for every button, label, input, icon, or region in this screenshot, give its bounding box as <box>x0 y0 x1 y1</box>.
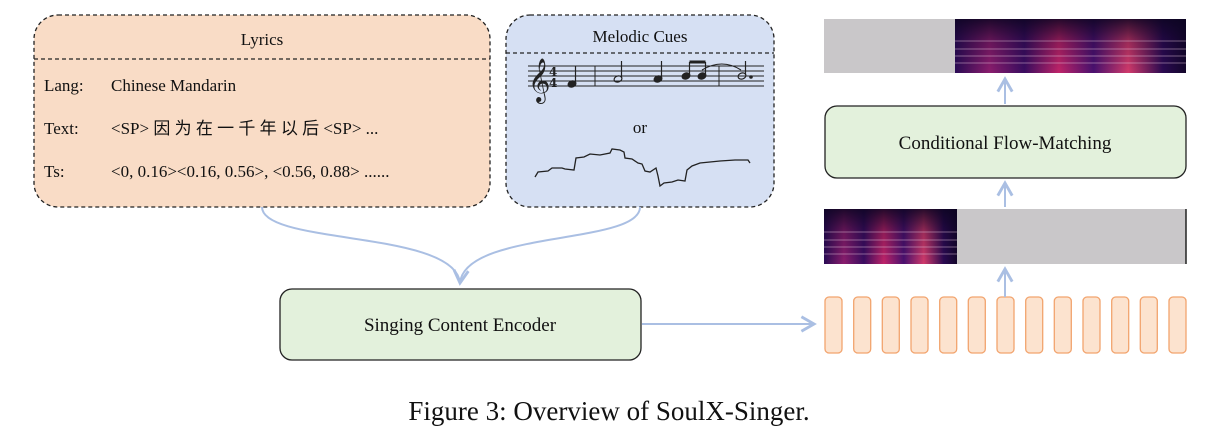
melodic-title: Melodic Cues <box>593 27 688 46</box>
flow-matching-label: Conditional Flow-Matching <box>899 133 1112 154</box>
lyrics-title: Lyrics <box>241 30 284 49</box>
text-value: <SP> 因 为 在 一 千 年 以 后 <SP> ... <box>111 119 378 138</box>
content-token <box>881 296 900 354</box>
content-token <box>1053 296 1072 354</box>
singing-content-encoder: Singing Content Encoder <box>279 288 642 361</box>
lyrics-connector <box>261 206 461 284</box>
text-label: Text: <box>44 119 79 138</box>
lyrics-panel: Lyrics Lang: Chinese Mandarin Text: <SP>… <box>33 14 491 208</box>
melodic-connector <box>452 206 641 286</box>
conditional-flow-matching: Conditional Flow-Matching <box>824 105 1187 179</box>
lang-label: Lang: <box>44 76 84 95</box>
content-token <box>1025 296 1044 354</box>
pitch-contour-icon <box>534 148 751 188</box>
content-token <box>910 296 929 354</box>
content-token <box>853 296 872 354</box>
ts-value: <0, 0.16><0.16, 0.56>, <0.56, 0.88> ....… <box>111 162 390 181</box>
lyrics-panel-box <box>33 14 491 208</box>
content-token <box>1168 296 1187 354</box>
content-token <box>939 296 958 354</box>
content-token <box>996 296 1015 354</box>
prompt-gray-segment <box>824 19 955 73</box>
content-token <box>1082 296 1101 354</box>
treble-clef-icon: 𝄞 <box>528 58 550 104</box>
melodic-cues-panel: Melodic Cues 𝄞 4 4 <box>505 14 775 208</box>
output-spectrogram <box>824 19 1186 73</box>
masked-segment <box>957 209 1186 264</box>
svg-text:4: 4 <box>549 76 557 90</box>
content-token <box>1111 296 1130 354</box>
figure-caption: Figure 3: Overview of SoulX-Singer. <box>408 396 809 426</box>
content-token <box>1139 296 1158 354</box>
encoder-label: Singing Content Encoder <box>364 315 557 336</box>
lang-value: Chinese Mandarin <box>111 76 237 95</box>
content-token <box>824 296 843 354</box>
prompt-spectrogram <box>824 209 1187 264</box>
input-connectors <box>261 206 641 286</box>
encoder-box <box>279 288 642 361</box>
content-token <box>967 296 986 354</box>
content-token-sequence <box>824 296 1187 354</box>
or-label: or <box>633 118 648 137</box>
flow-matching-box <box>824 105 1187 179</box>
ts-label: Ts: <box>44 162 65 181</box>
music-staff-icon <box>528 65 764 87</box>
time-signature-icon: 4 <box>549 65 557 79</box>
music-notes-icon <box>567 60 753 88</box>
